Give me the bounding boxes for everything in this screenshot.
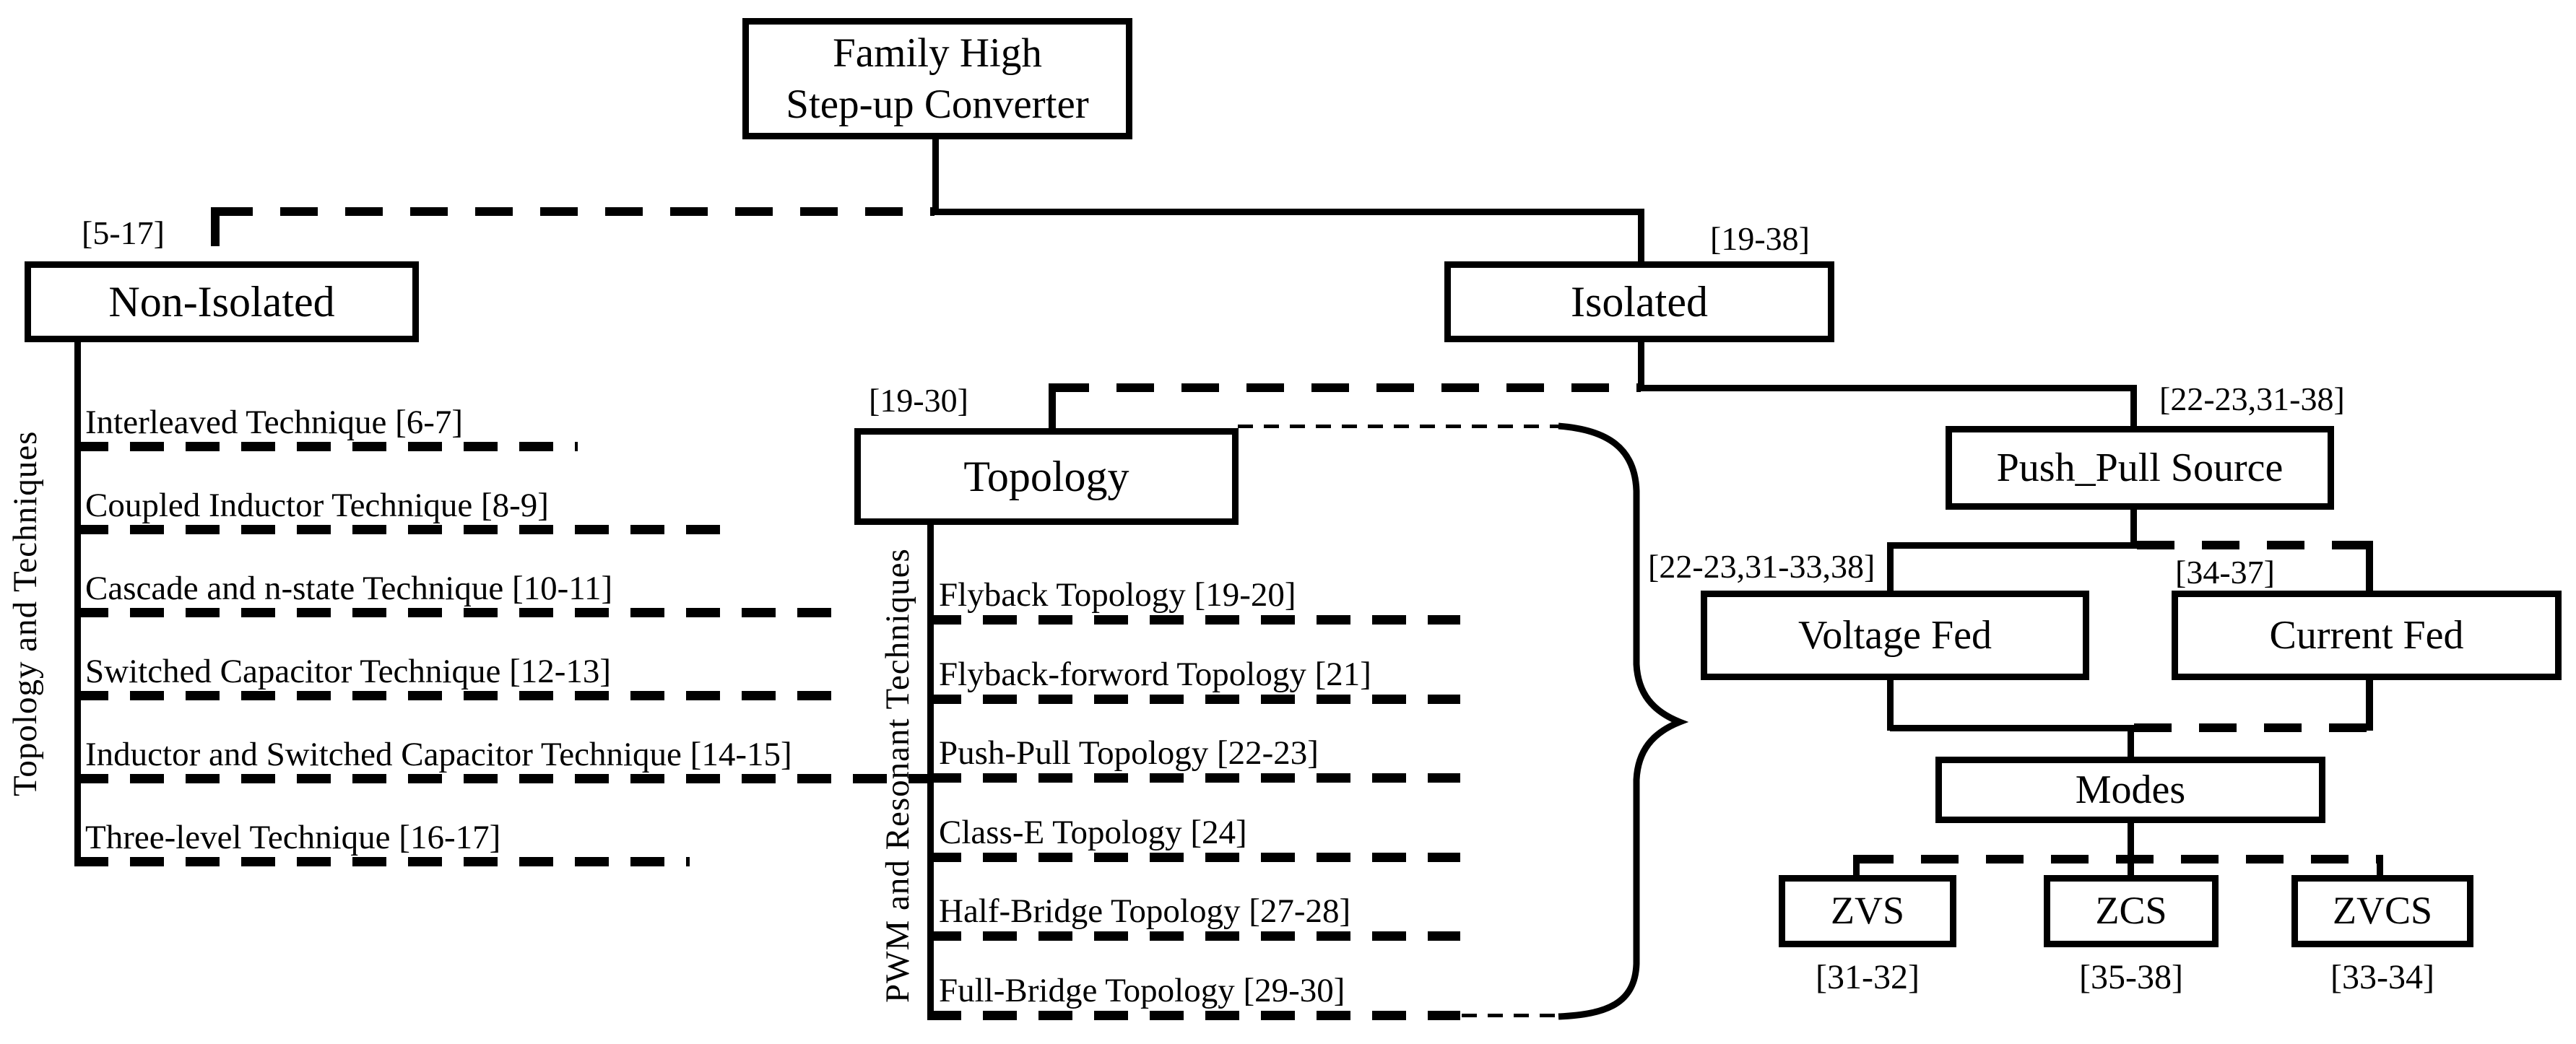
node-isolated: Isolated: [1444, 261, 1834, 342]
topology-item-underline: [927, 931, 1460, 941]
technique-item-underline: [74, 608, 841, 617]
topology-item: Flyback Topology [19-20]: [939, 576, 1296, 614]
edge-to-current-fed-dashed: [2137, 541, 2372, 549]
ref-current-fed: [34-37]: [2175, 554, 2275, 591]
node-zvs: ZVS: [1779, 875, 1956, 947]
edge-voltage-fed-drop: [1887, 679, 1894, 731]
edge-push-pull-drop: [2130, 508, 2137, 549]
technique-item: Coupled Inductor Technique [8-9]: [85, 487, 549, 524]
edge-isolated-drop-in: [1638, 209, 1644, 264]
ref-topology: [19-30]: [869, 382, 968, 419]
ref-zvcs: [33-34]: [2330, 958, 2434, 996]
edge-topology-stub: [1049, 383, 1056, 431]
edge-non-isolated-corner-stub: [211, 207, 220, 246]
edge-current-fed-stub: [2366, 541, 2373, 595]
node-topology: Topology: [854, 428, 1239, 525]
ref-zvs: [31-32]: [1816, 958, 1920, 996]
node-push-pull-source: Push_Pull Source: [1946, 426, 2334, 510]
axis-label-topology-and-techniques: Topology and Techniques: [6, 430, 44, 797]
technique-item: Interleaved Technique [6-7]: [85, 404, 464, 441]
node-family-line2: Step-up Converter: [786, 82, 1089, 127]
technique-item-underline: [74, 774, 928, 783]
topology-item-underline: [927, 853, 1460, 862]
topology-item: Push-Pull Topology [22-23]: [939, 734, 1319, 772]
topology-item-underline: [927, 615, 1460, 625]
technique-item: Three-level Technique [16-17]: [85, 819, 501, 856]
edge-isolated-drop-out: [1638, 341, 1644, 388]
edge-modes-left-solid: [1890, 725, 2134, 731]
axis-label-pwm-and-resonant: PWM and Resonant Techniques: [879, 548, 916, 1003]
technique-item: Inductor and Switched Capacitor Techniqu…: [85, 736, 792, 773]
ref-voltage-fed: [22-23,31-33,38]: [1648, 548, 1875, 585]
ref-zcs: [35-38]: [2079, 958, 2183, 996]
topology-item-underline: [927, 1011, 1460, 1020]
edge-modes-drop-in: [2128, 726, 2134, 760]
node-zvcs-label: ZVCS: [2332, 889, 2433, 933]
node-topology-label: Topology: [963, 452, 1129, 500]
topology-item-underline: [927, 773, 1460, 783]
node-non-isolated-label: Non-Isolated: [108, 277, 335, 326]
ref-push-pull-source: [22-23,31-38]: [2159, 380, 2345, 417]
edge-voltage-fed-stub: [1887, 542, 1894, 593]
node-family-high-step-up: Family High Step-up Converter: [742, 18, 1132, 139]
node-voltage-fed: Voltage Fed: [1701, 591, 2089, 680]
technique-item-underline: [74, 691, 841, 700]
edge-brace-top-dashed: [1238, 425, 1560, 428]
topology-item: Flyback-forword Topology [21]: [939, 656, 1371, 693]
edge-brace-bottom-dashed: [1462, 1014, 1560, 1017]
curly-brace-icon: [1558, 422, 1689, 1020]
node-zvs-label: ZVS: [1830, 889, 1904, 933]
topology-item-underline: [927, 695, 1460, 704]
edge-non-isolated-spine: [74, 341, 81, 866]
edge-modes-drop-out: [2128, 822, 2134, 878]
node-zvcs: ZVCS: [2291, 875, 2473, 947]
edge-root-drop: [932, 137, 939, 215]
edge-isolated-to-topology-dashed: [1051, 383, 1641, 392]
technique-item: Cascade and n-state Technique [10-11]: [85, 570, 613, 607]
node-modes-label: Modes: [2075, 767, 2186, 812]
technique-item-underline: [74, 857, 690, 866]
node-voltage-fed-label: Voltage Fed: [1797, 613, 1992, 658]
edge-zvcs-stub: [2377, 855, 2383, 878]
edge-zvs-stub: [1853, 855, 1860, 878]
ref-non-isolated: [5-17]: [82, 214, 165, 251]
topology-item: Class-E Topology [24]: [939, 814, 1247, 851]
node-current-fed-label: Current Fed: [2269, 613, 2464, 658]
technique-item-underline: [74, 442, 578, 451]
node-non-isolated: Non-Isolated: [25, 261, 419, 342]
ref-isolated: [19-38]: [1710, 220, 1810, 257]
edge-isolated-to-push-pull-solid: [1641, 385, 2133, 391]
topology-item: Half-Bridge Topology [27-28]: [939, 892, 1351, 930]
topology-item: Full-Bridge Topology [29-30]: [939, 972, 1345, 1009]
edge-topology-spine: [927, 523, 934, 1017]
edge-modes-children-dashed: [1856, 855, 2383, 864]
edge-modes-right-dashed: [2134, 723, 2372, 732]
edge-push-pull-stub: [2130, 385, 2137, 429]
edge-root-to-isolated-solid: [932, 209, 1644, 215]
edge-current-fed-drop: [2366, 679, 2373, 731]
node-isolated-label: Isolated: [1571, 277, 1708, 326]
technique-item: Switched Capacitor Technique [12-13]: [85, 653, 612, 690]
node-zcs: ZCS: [2044, 875, 2219, 947]
node-push-pull-source-label: Push_Pull Source: [1996, 445, 2284, 490]
technique-item-underline: [74, 525, 729, 534]
edge-to-voltage-fed-solid: [1890, 542, 2137, 549]
node-modes: Modes: [1935, 757, 2325, 823]
node-zcs-label: ZCS: [2095, 889, 2167, 933]
node-current-fed: Current Fed: [2172, 591, 2562, 680]
edge-root-to-non-isolated-dashed: [215, 207, 934, 216]
node-family-line1: Family High: [833, 30, 1042, 76]
